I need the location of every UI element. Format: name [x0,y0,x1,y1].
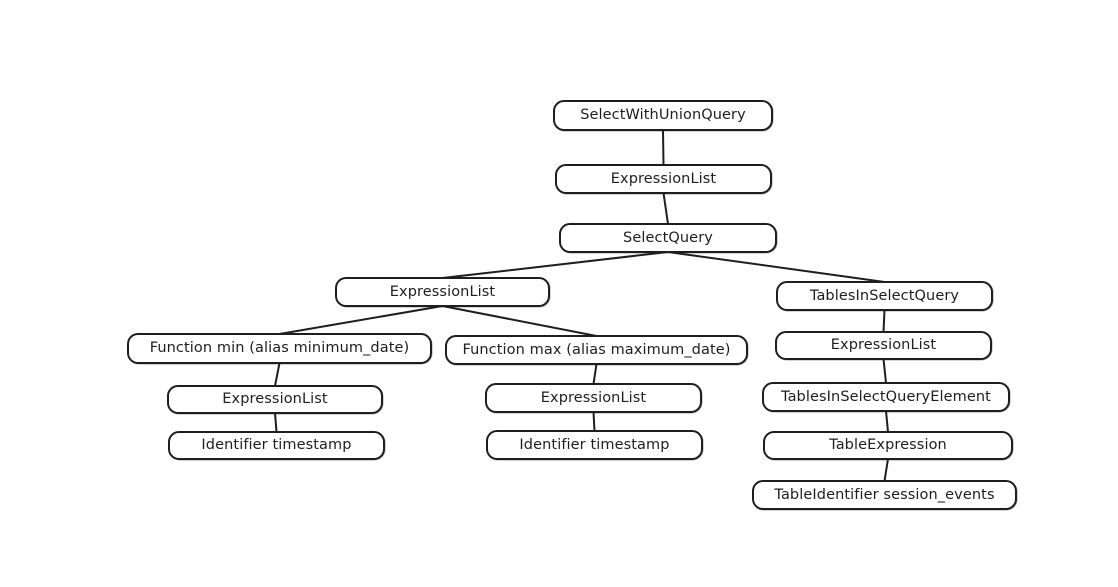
tree-edge-select-with-union-query-to-expression-list-root [662,129,665,166]
tree-node-table-expression[interactable]: TableExpression [763,431,1013,460]
tree-edge-tables-in-select-query-to-expression-list-tables [882,309,886,333]
tree-node-label: TableIdentifier session_events [774,486,995,503]
tree-edge-table-expression-to-table-identifier [883,458,889,482]
tree-node-label: ExpressionList [610,170,717,187]
tree-node-table-identifier[interactable]: TableIdentifier session_events [752,480,1017,510]
tree-edge-expression-list-min-to-identifier-timestamp-min [274,412,278,433]
tree-edge-expression-list-select-to-function-max [441,305,598,337]
tree-node-label: ExpressionList [389,283,496,300]
tree-node-label: ExpressionList [830,337,937,354]
tree-edge-expression-list-root-to-select-query [662,192,669,225]
tree-node-label: ExpressionList [540,389,647,406]
tree-node-tables-in-select-query-element[interactable]: TablesInSelectQueryElement [762,382,1010,412]
tree-node-label: SelectWithUnionQuery [580,107,746,124]
tree-node-function-min[interactable]: Function min (alias minimum_date) [127,333,432,364]
tree-node-expression-list-tables[interactable]: ExpressionList [775,331,992,360]
tree-node-select-with-union-query[interactable]: SelectWithUnionQuery [553,100,773,131]
tree-node-select-query[interactable]: SelectQuery [559,223,777,253]
tree-node-label: TableExpression [829,437,947,454]
tree-edge-expression-list-max-to-identifier-timestamp-max [592,411,596,432]
tree-node-expression-list-root[interactable]: ExpressionList [555,164,772,194]
tree-node-function-max[interactable]: Function max (alias maximum_date) [445,335,748,365]
tree-edge-expression-list-select-to-function-min [278,305,444,335]
tree-node-expression-list-select[interactable]: ExpressionList [335,277,550,307]
tree-node-identifier-timestamp-min[interactable]: Identifier timestamp [168,431,385,460]
tree-node-identifier-timestamp-max[interactable]: Identifier timestamp [486,430,703,460]
tree-node-label: SelectQuery [623,229,713,246]
tree-node-tables-in-select-query[interactable]: TablesInSelectQuery [776,281,993,311]
tree-edge-function-min-to-expression-list-min [274,362,281,387]
tree-node-label: TablesInSelectQuery [809,287,960,304]
tree-edge-function-max-to-expression-list-max [592,363,598,385]
tree-edge-tables-in-select-query-element-to-table-expression [885,410,889,433]
tree-node-expression-list-max[interactable]: ExpressionList [485,383,702,413]
tree-edge-select-query-to-expression-list-select [441,251,669,279]
tree-node-label: ExpressionList [222,391,328,408]
tree-node-label: Function min (alias minimum_date) [149,340,410,357]
tree-node-label: TablesInSelectQueryElement [781,388,991,405]
tree-node-label: Identifier timestamp [519,436,670,453]
tree-edge-select-query-to-tables-in-select-query [667,251,886,283]
tree-node-label: Identifier timestamp [201,437,352,454]
tree-node-label: Function max (alias maximum_date) [462,341,731,358]
tree-edge-expression-list-tables-to-tables-in-select-query-element [882,358,887,384]
tree-node-expression-list-min[interactable]: ExpressionList [167,385,383,414]
